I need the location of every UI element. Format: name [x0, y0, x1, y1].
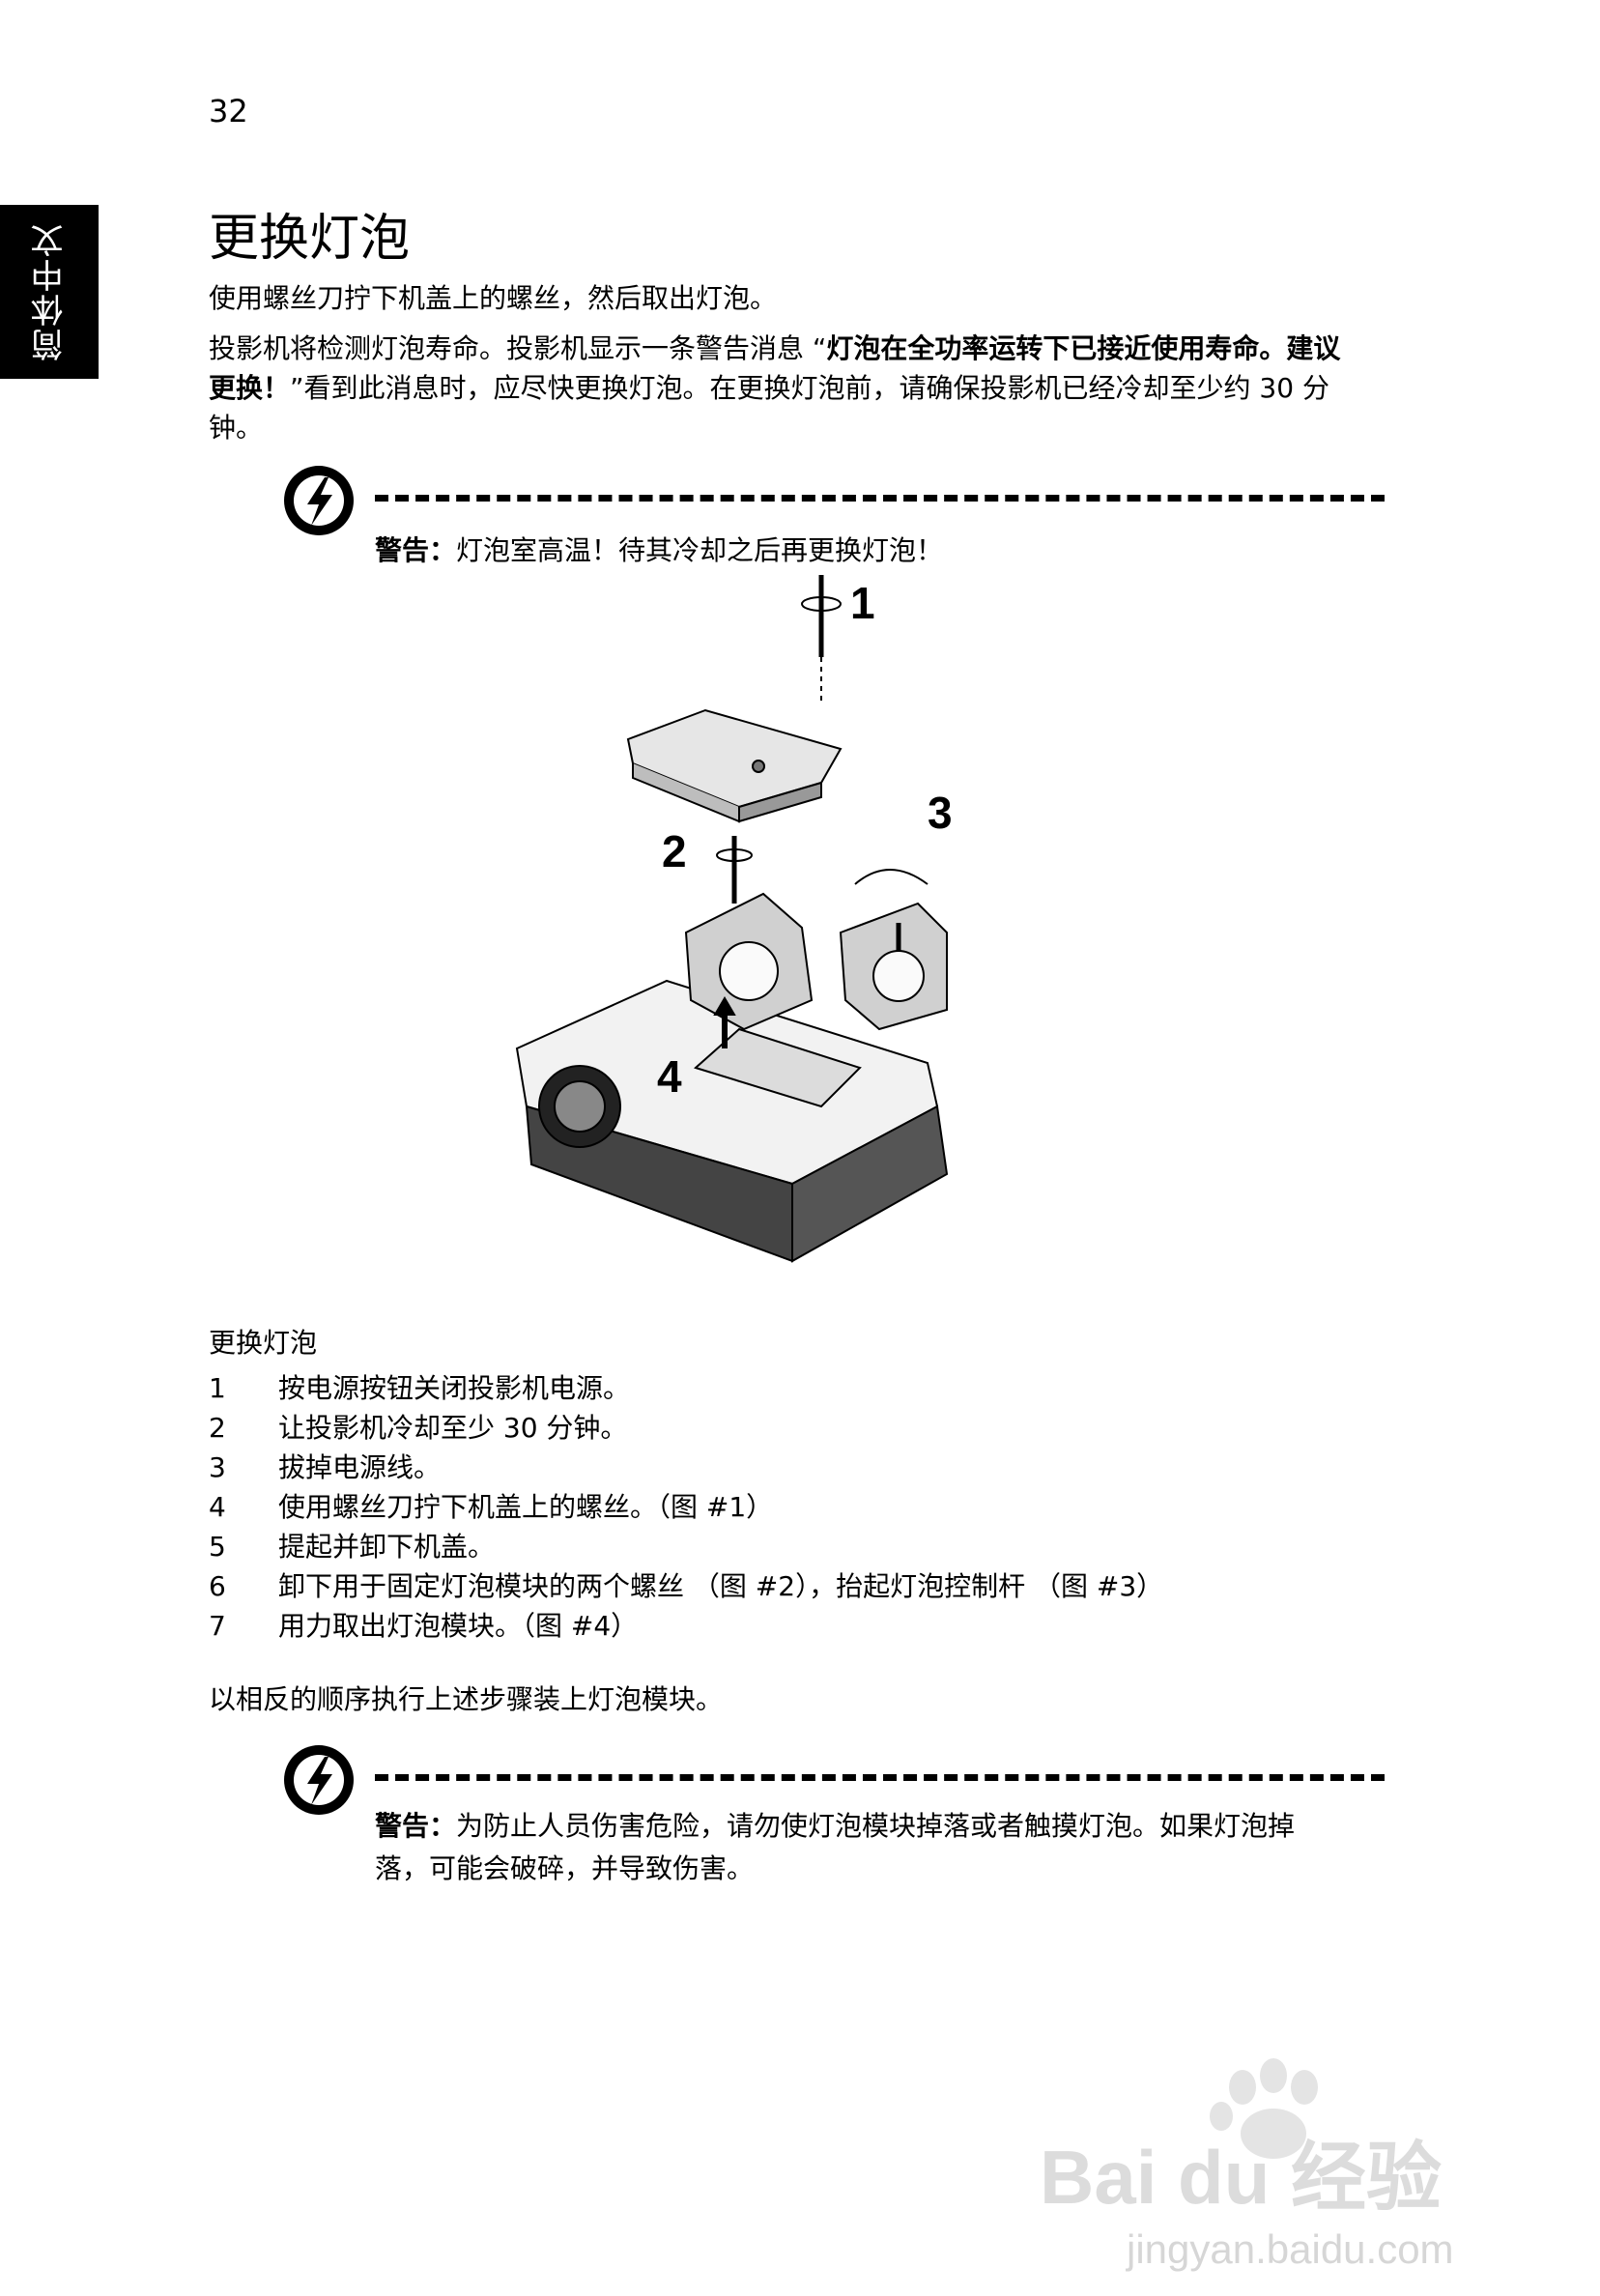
warning-message: 灯泡室高温！待其冷却之后再更换灯泡！	[456, 534, 944, 566]
baidu-paw-icon: Bai du 经验 jingyan.baidu.com	[1040, 2058, 1454, 2272]
figure-label-2: 2	[662, 826, 687, 876]
page-number: 32	[209, 93, 248, 129]
language-tab-label: 简体中文	[30, 222, 70, 361]
lamp-warning-message: 灯泡在全功率运转下已接近使用寿命。建议更换！	[209, 332, 1341, 404]
intro-paragraph: 使用螺丝刀拧下机盖上的螺丝，然后取出灯泡。	[209, 282, 778, 314]
warning-lightning-icon	[284, 1745, 354, 1815]
list-item: 6 卸下用于固定灯泡模块的两个螺丝 （图 #2），抬起灯泡控制杆 （图 #3）	[209, 1566, 1368, 1606]
list-item: 7 用力取出灯泡模块。（图 #4）	[209, 1606, 1368, 1646]
figure-label-4: 4	[657, 1051, 682, 1102]
reverse-order-note: 以相反的顺序执行上述步骤装上灯泡模块。	[209, 1683, 724, 1715]
step-text: 卸下用于固定灯泡模块的两个螺丝 （图 #2），抬起灯泡控制杆 （图 #3）	[278, 1570, 1164, 1602]
steps-heading: 更换灯泡	[209, 1327, 318, 1359]
page-title: 更换灯泡	[209, 210, 411, 268]
warning-divider	[375, 495, 1385, 502]
step-number: 1	[209, 1372, 226, 1404]
step-text: 拔掉电源线。	[278, 1451, 442, 1483]
lamp-life-paragraph: 投影机将检测灯泡寿命。投影机显示一条警告消息 “灯泡在全功率运转下已接近使用寿命…	[209, 329, 1358, 447]
warning-text: 警告：灯泡室高温！待其冷却之后再更换灯泡！	[375, 530, 1322, 572]
warning-label: 警告：	[375, 534, 457, 566]
baidu-watermark: Bai du 经验 jingyan.baidu.com	[1020, 2049, 1523, 2281]
step-text: 使用螺丝刀拧下机盖上的螺丝。（图 #1）	[278, 1491, 774, 1523]
list-item: 1 按电源按钮关闭投影机电源。	[209, 1368, 1368, 1408]
lamp-replacement-diagram: 1 2 3 4	[515, 575, 953, 1263]
list-item: 3 拔掉电源线。	[209, 1448, 1368, 1487]
step-number: 2	[209, 1412, 226, 1444]
warning-divider	[375, 1774, 1385, 1781]
warning-lightning-icon	[284, 466, 354, 535]
steps-section: 更换灯泡 1 按电源按钮关闭投影机电源。 2 让投影机冷却至少 30 分钟。 3 拔掉…	[209, 1324, 1368, 1646]
list-item: 4 使用螺丝刀拧下机盖上的螺丝。（图 #1）	[209, 1487, 1368, 1527]
list-item: 2 让投影机冷却至少 30 分钟。	[209, 1408, 1368, 1448]
step-number: 4	[209, 1491, 226, 1523]
figure-label-1: 1	[850, 578, 875, 628]
step-number: 5	[209, 1531, 226, 1563]
step-number: 3	[209, 1451, 226, 1483]
watermark-url: jingyan.baidu.com	[1125, 2226, 1454, 2272]
warning-message: 为防止人员伤害危险，请勿使灯泡模块掉落或者触摸灯泡。如果灯泡掉落，可能会破碎，并…	[375, 1810, 1296, 1884]
watermark-brand: Bai du 经验	[1040, 2135, 1442, 2220]
warning-text: 警告：为防止人员伤害危险，请勿使灯泡模块掉落或者触摸灯泡。如果灯泡掉落，可能会破…	[375, 1805, 1322, 1890]
step-number: 6	[209, 1570, 226, 1602]
step-text: 提起并卸下机盖。	[278, 1531, 496, 1563]
figure-label-3: 3	[928, 788, 953, 838]
step-text: 按电源按钮关闭投影机电源。	[278, 1372, 631, 1404]
language-tab: 简体中文	[0, 205, 99, 379]
step-number: 7	[209, 1610, 226, 1642]
step-text: 用力取出灯泡模块。（图 #4）	[278, 1610, 639, 1642]
list-item: 5 提起并卸下机盖。	[209, 1527, 1368, 1566]
lamp-life-text-1: 投影机将检测灯泡寿命。投影机显示一条警告消息 “	[209, 332, 827, 364]
step-text: 让投影机冷却至少 30 分钟。	[278, 1412, 628, 1444]
lamp-life-text-2: ”看到此消息时，应尽快更换灯泡。在更换灯泡前，请确保投影机已经冷却至少约 30 …	[209, 372, 1329, 444]
warning-label: 警告：	[375, 1810, 457, 1842]
